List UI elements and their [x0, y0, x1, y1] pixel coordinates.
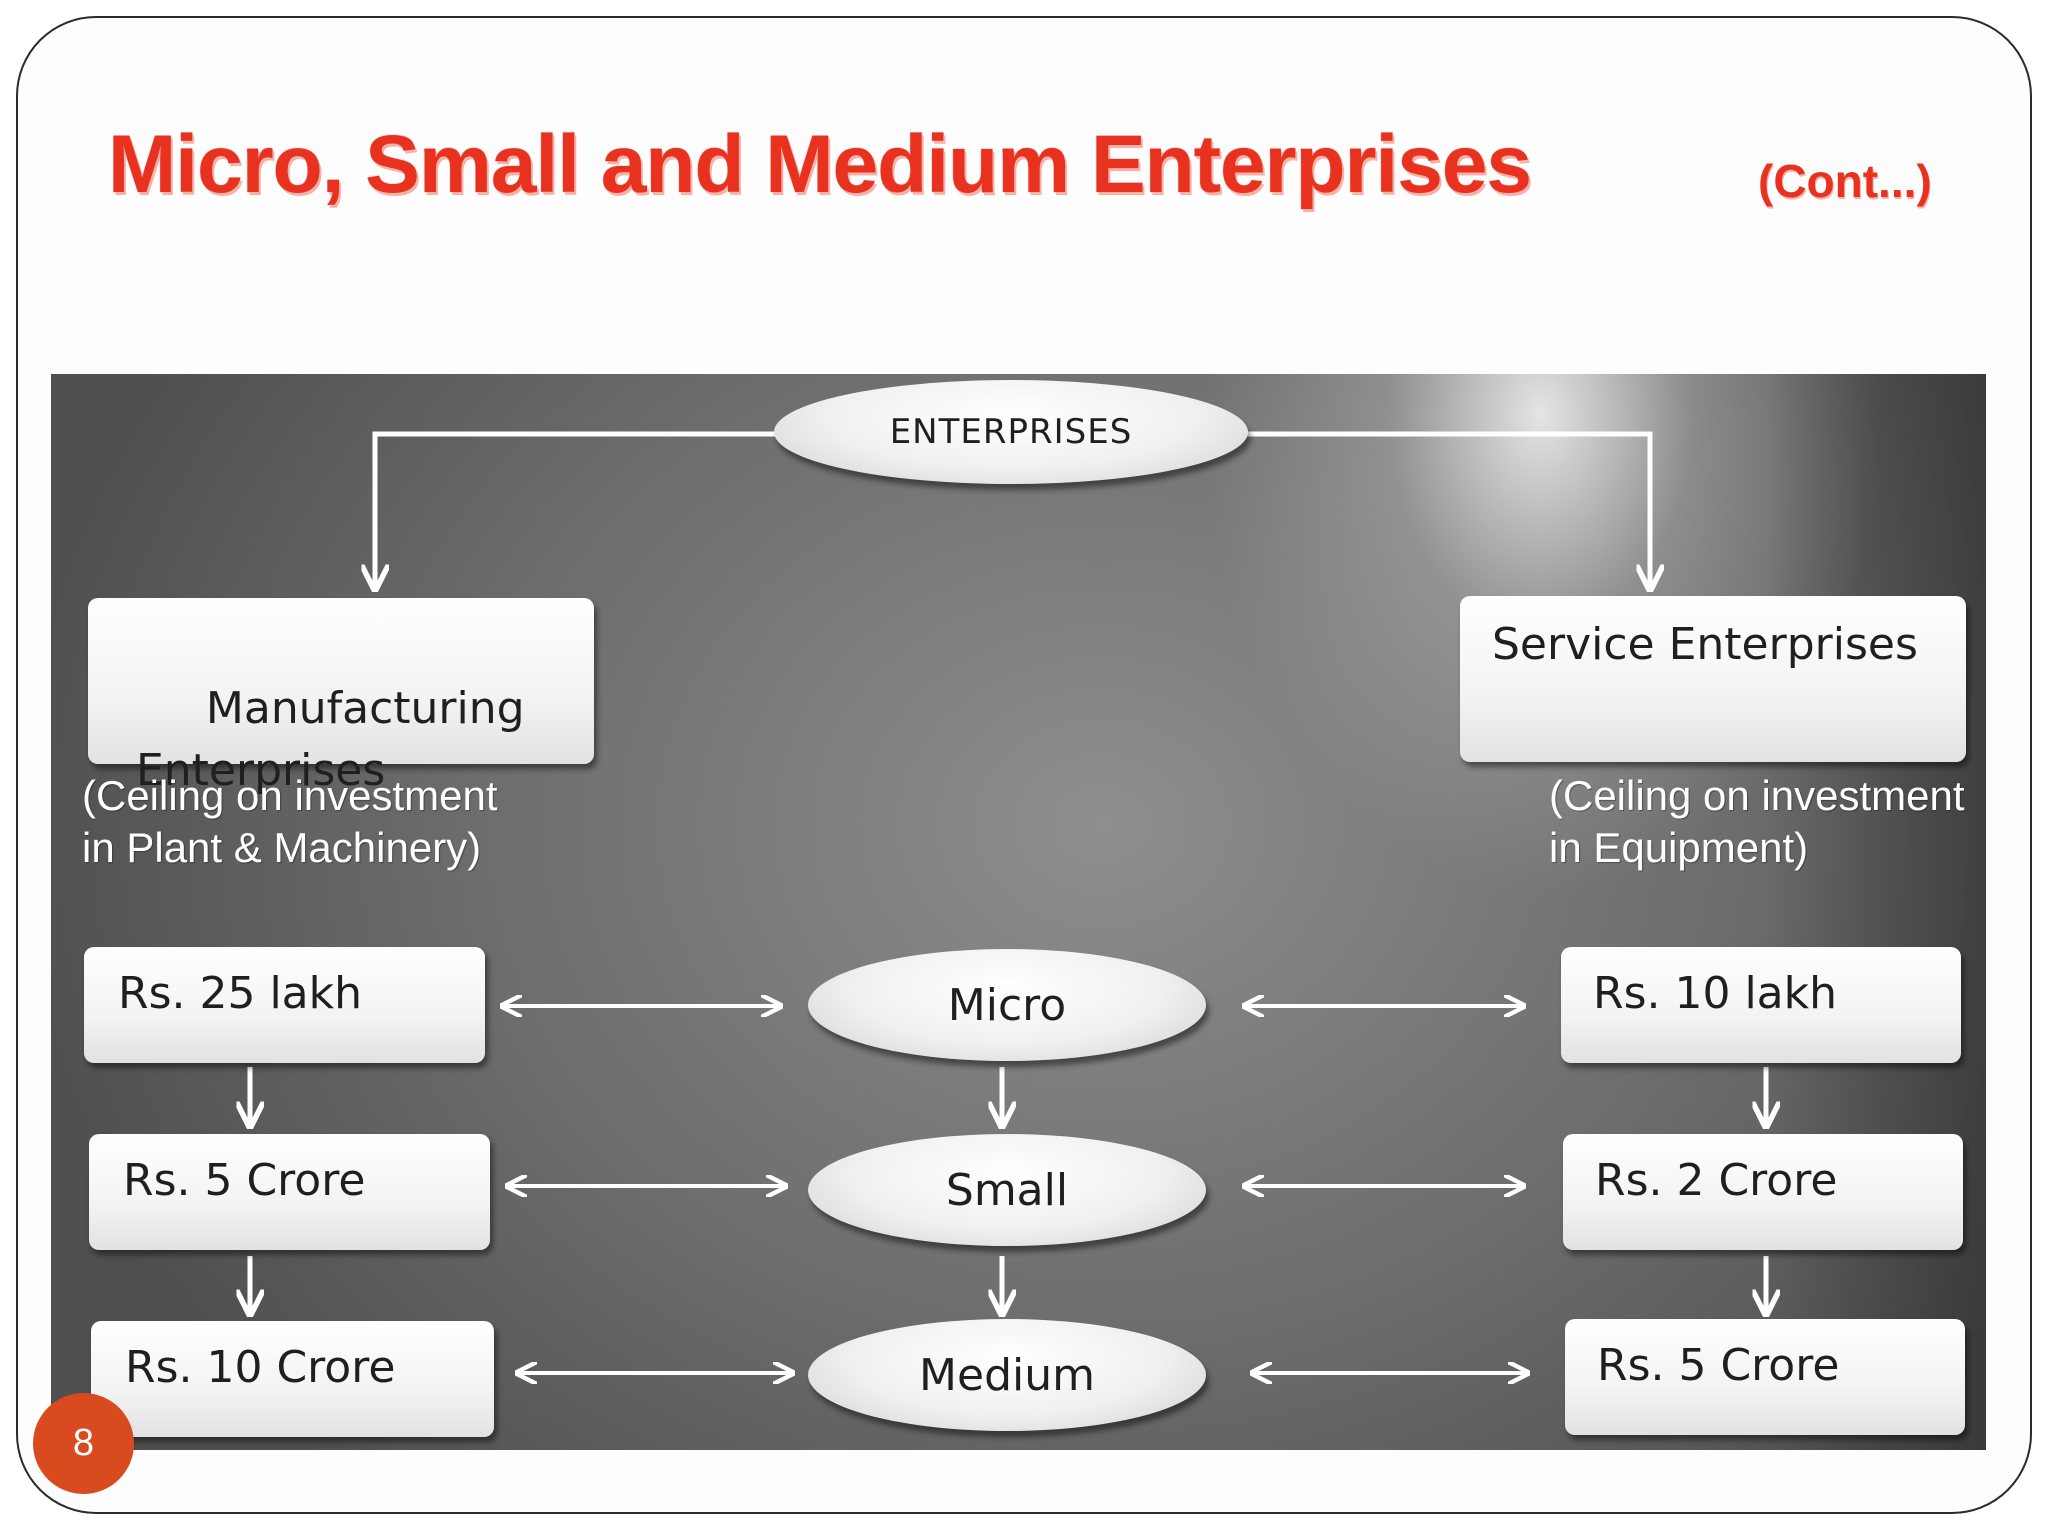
service-enterprises-label: Service Enterprises — [1492, 619, 1918, 670]
manufacturing-medium-value-text: Rs. 10 Crore — [125, 1342, 396, 1393]
service-small-value-text: Rs. 2 Crore — [1595, 1155, 1838, 1206]
manufacturing-micro-value: Rs. 25 lakh — [84, 947, 485, 1063]
page-number-badge: 8 — [33, 1393, 134, 1494]
small-category-node: Small — [808, 1134, 1206, 1246]
manufacturing-small-value-text: Rs. 5 Crore — [123, 1155, 366, 1206]
manufacturing-small-value: Rs. 5 Crore — [89, 1134, 490, 1250]
service-medium-value-text: Rs. 5 Crore — [1597, 1340, 1840, 1391]
connector-root-to-manufacturing — [375, 431, 776, 589]
manufacturing-medium-value: Rs. 10 Crore — [91, 1321, 494, 1437]
slide-title: Micro, Small and Medium Enterprises — [108, 119, 1532, 210]
diagram-connectors — [51, 431, 1986, 1450]
enterprises-root-node: ENTERPRISES — [774, 380, 1248, 484]
service-small-value: Rs. 2 Crore — [1563, 1134, 1963, 1250]
connector-root-to-service — [1241, 431, 1650, 589]
manufacturing-ceiling-note: (Ceiling on investment in Plant & Machin… — [82, 772, 498, 871]
manufacturing-enterprises-box: Manufacturing Enterprises — [88, 598, 594, 796]
service-micro-value-text: Rs. 10 lakh — [1593, 968, 1837, 1019]
micro-category-node: Micro — [808, 949, 1206, 1061]
continuation-label: (Cont...) — [1758, 155, 1932, 207]
service-ceiling-note: (Ceiling on investment in Equipment) — [1549, 772, 1965, 871]
enterprise-classification-diagram: ENTERPRISES Manufacturing Enterprises (C… — [51, 374, 1986, 1450]
manufacturing-enterprises-label: Manufacturing Enterprises — [135, 683, 525, 796]
medium-category-node: Medium — [808, 1319, 1206, 1431]
service-medium-value: Rs. 5 Crore — [1565, 1319, 1965, 1435]
service-enterprises-box: Service Enterprises — [1460, 596, 1966, 762]
manufacturing-micro-value-text: Rs. 25 lakh — [118, 968, 362, 1019]
service-micro-value: Rs. 10 lakh — [1561, 947, 1961, 1063]
